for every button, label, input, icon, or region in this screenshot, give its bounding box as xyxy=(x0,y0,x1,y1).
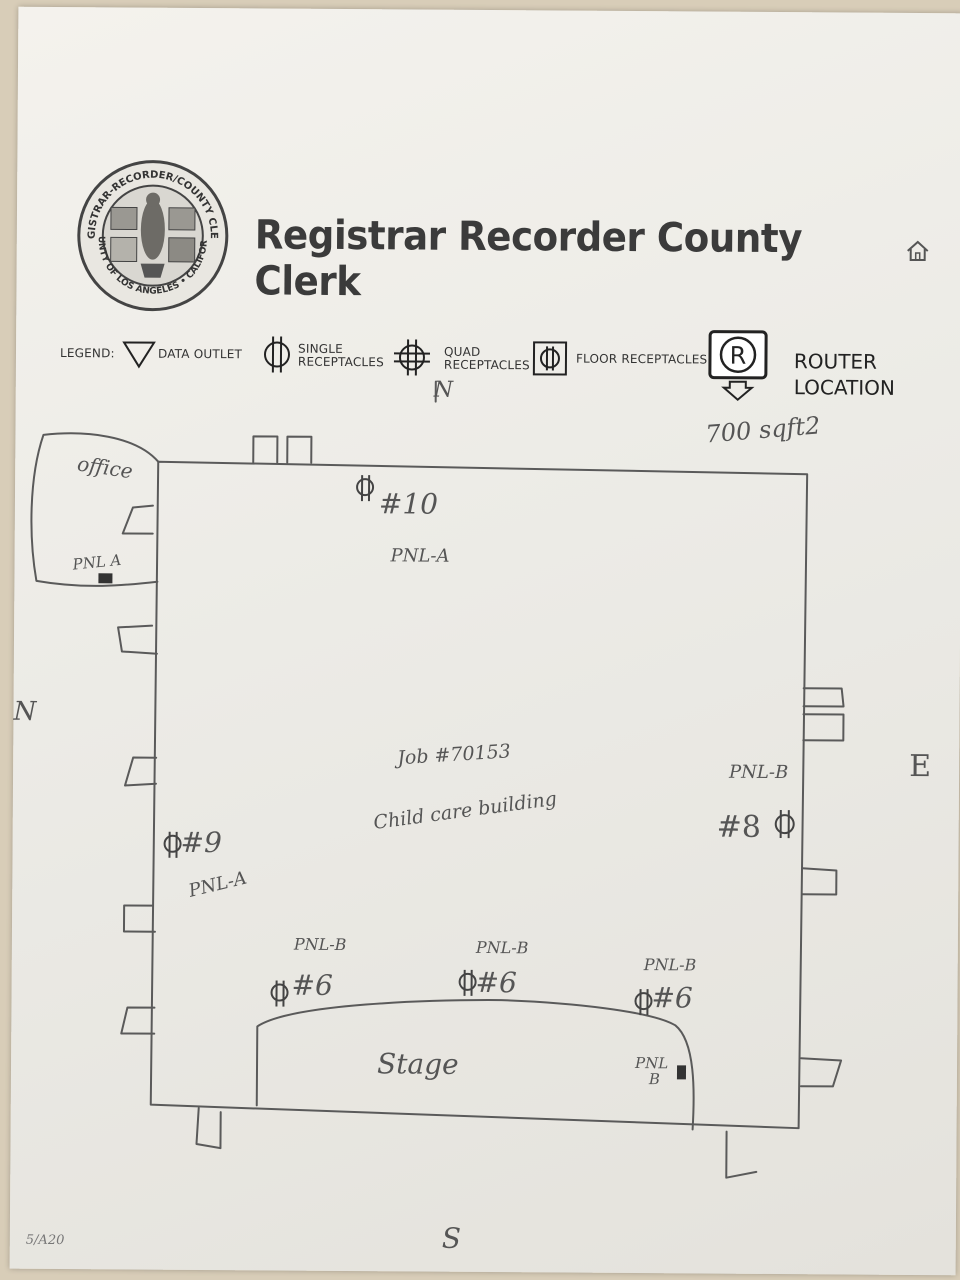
door-top-2 xyxy=(286,435,313,464)
county-seal-logo: REGISTRAR-RECORDER/COUNTY CLERK COUNTY O… xyxy=(73,151,229,312)
door-west-4 xyxy=(120,1006,156,1035)
door-south-2 xyxy=(725,1130,758,1179)
receptacle-8-panel: PNL-B xyxy=(729,761,789,784)
door-south-1 xyxy=(195,1106,222,1150)
door-east-1 xyxy=(802,687,845,708)
floor-receptacle-icon xyxy=(532,341,568,376)
door-top-1 xyxy=(252,435,279,464)
router-location-icon: R xyxy=(708,330,768,402)
stage-outline xyxy=(255,999,695,1131)
office-panel-icon xyxy=(98,573,113,584)
building-outline xyxy=(149,460,809,1130)
receptacle-6c-panel: PNL-B xyxy=(643,955,697,975)
receptacle-6b-panel: PNL-B xyxy=(475,937,529,958)
stage-panel-label: PNL B xyxy=(634,1054,669,1089)
door-office xyxy=(121,504,154,535)
receptacle-6c-icon xyxy=(634,992,653,1011)
door-west-3 xyxy=(122,904,156,933)
north-label-top: N xyxy=(433,377,454,403)
stage-panel-line1: PNL xyxy=(634,1054,669,1073)
single-receptacle-icon xyxy=(263,336,290,373)
receptacle-6a-icon xyxy=(270,983,289,1002)
door-east-2 xyxy=(802,713,845,742)
east-label: E xyxy=(909,748,932,785)
paper-sheet: REGISTRAR-RECORDER/COUNTY CLERK COUNTY O… xyxy=(9,6,960,1276)
receptacle-9-label: #9 xyxy=(180,825,222,860)
receptacle-10-label: #10 xyxy=(378,487,439,521)
receptacle-8-icon xyxy=(774,814,795,835)
door-east-4 xyxy=(799,1057,843,1088)
receptacle-6a-label: #6 xyxy=(291,968,333,1002)
door-east-3 xyxy=(801,867,838,896)
data-outlet-icon xyxy=(122,341,156,369)
receptacle-10-panel: PNL-A xyxy=(390,545,450,567)
door-west-1 xyxy=(117,624,158,655)
floor-plan-drawing xyxy=(30,380,845,1179)
receptacle-6b-icon xyxy=(458,972,477,991)
receptacle-6c-label: #6 xyxy=(651,981,693,1015)
door-west-2 xyxy=(123,756,158,787)
receptacle-6b-label: #6 xyxy=(475,965,518,1000)
stage-panel-line2: B xyxy=(648,1070,661,1089)
stage-panel-icon xyxy=(676,1065,687,1080)
receptacle-9-icon xyxy=(163,834,182,853)
router-symbol: R xyxy=(730,342,747,370)
quad-receptacle-icon xyxy=(393,339,431,376)
north-label-left: N xyxy=(13,696,37,727)
stage-label: Stage xyxy=(376,1047,459,1081)
receptacle-10-icon xyxy=(356,478,375,497)
home-icon[interactable] xyxy=(905,239,931,263)
office-outline xyxy=(30,432,160,587)
receptacle-8-label: #8 xyxy=(716,809,762,845)
south-label: S xyxy=(441,1221,462,1255)
corner-note: 5/A20 xyxy=(25,1232,65,1249)
receptacle-6a-panel: PNL-B xyxy=(293,934,347,955)
